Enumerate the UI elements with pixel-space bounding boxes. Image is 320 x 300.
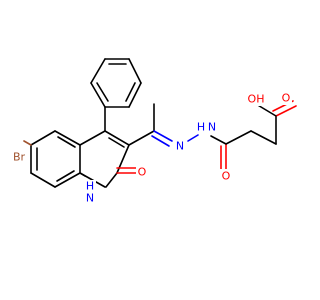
quinolinone-h-label: H: [86, 180, 94, 193]
bromine-label: Br: [13, 151, 26, 164]
quinolinone-n-label: N: [86, 192, 94, 205]
acid-hydroxyl-atom: OH: [244, 92, 268, 106]
molecule-structure: Br O H N N H N O O OH: [8, 58, 297, 205]
quinolinone-oxygen-atom: O: [136, 165, 148, 179]
phenyl-ring: [90, 58, 142, 108]
quinolinone-oxygen-label: O: [138, 166, 147, 179]
atom-labels: Br O H N N H N O O OH: [8, 91, 292, 205]
hydrazide-nh-atom: H N: [197, 120, 220, 134]
bromine-atom: Br: [8, 150, 30, 164]
quinolinone-core: [23, 106, 130, 188]
quinolinone-carbonyl: [116, 167, 137, 174]
quinolinone-nh-atom: H N: [84, 180, 96, 205]
amide-oxygen-atom: O: [220, 169, 232, 183]
imine-nitrogen-label: N: [176, 140, 184, 153]
hydrazone-chain: [128, 100, 297, 174]
hydrazide-n-label: N: [208, 121, 216, 134]
acid-carbonyl-oxygen-atom: O: [280, 91, 292, 105]
acid-hydroxyl-label: OH: [248, 93, 265, 106]
amide-oxygen-label: O: [222, 170, 231, 183]
imine-nitrogen-atom: N: [174, 139, 186, 153]
acid-carbonyl-oxygen-label: O: [282, 92, 291, 105]
hydrazide-h-label: H: [197, 121, 205, 134]
